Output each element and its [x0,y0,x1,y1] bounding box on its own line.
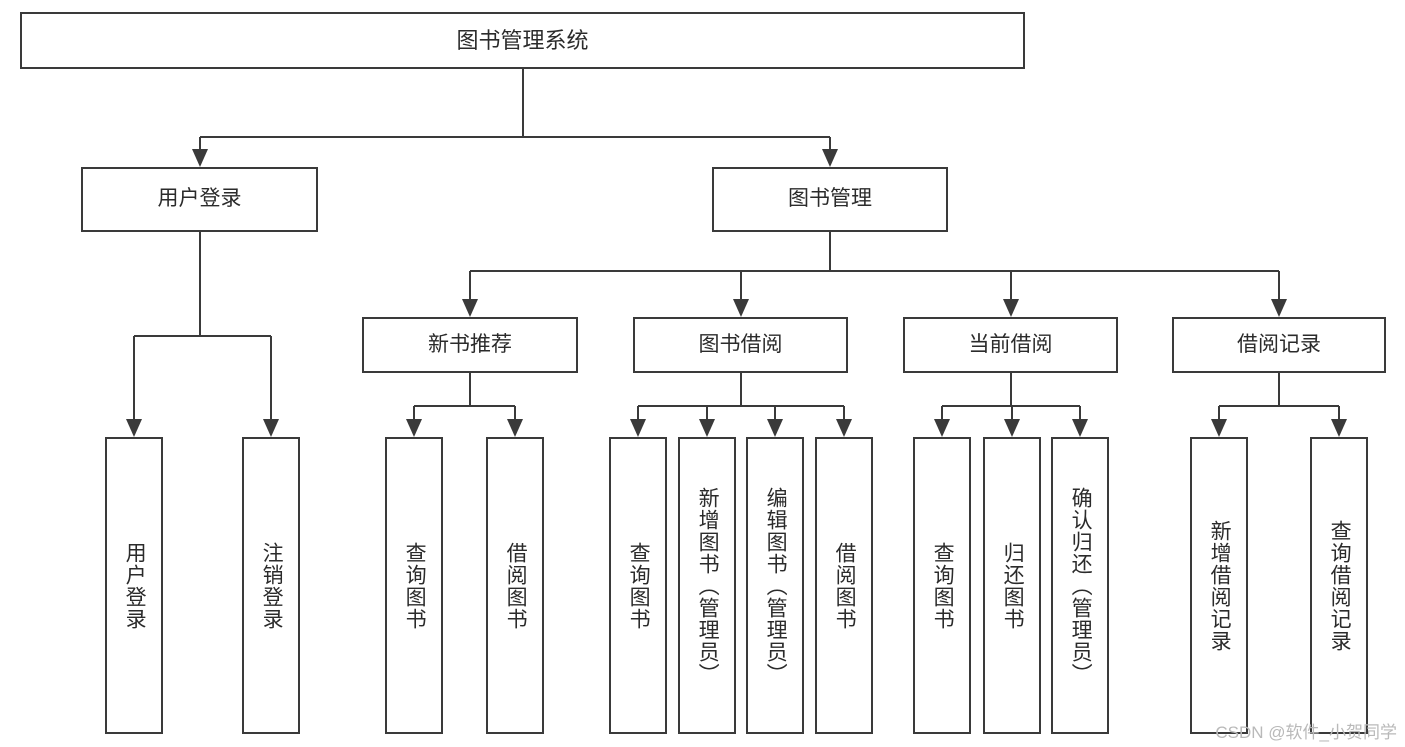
connector-vertical [1278,271,1280,300]
arrowhead-icon [406,419,422,437]
node-label: 注销登录 [260,541,284,630]
arrowhead-icon [462,299,478,317]
node-leaf-query-book-current[interactable]: 查询图书 [913,437,971,734]
arrowhead-icon [1002,299,1019,317]
node-book-management[interactable]: 图书管理 [712,167,948,232]
arrowhead-icon [263,419,279,437]
connector-group-stem [1009,373,1012,406]
node-leaf-add-borrow-record[interactable]: 新增借阅记录 [1190,437,1248,734]
node-root-system[interactable]: 图书管理系统 [20,12,1025,69]
arrowhead-icon [699,419,715,437]
arrowhead-icon [822,149,838,167]
arrowhead-icon [1331,419,1347,437]
connector-vertical [270,336,272,420]
connector-vertical [843,406,845,420]
node-label: 用户登录 [123,541,147,630]
node-current-borrow[interactable]: 当前借阅 [903,317,1118,373]
connector-group-stem [1278,373,1280,406]
node-label: 编辑图书（管理员） [764,486,788,685]
connector-bus-root [199,136,830,138]
node-label: 图书管理 [788,187,872,211]
node-leaf-query-book-borrow[interactable]: 查询图书 [609,437,667,734]
connector-vertical [514,406,516,420]
node-leaf-add-book-admin[interactable]: 新增图书（管理员） [678,437,736,734]
arrowhead-icon [1271,299,1287,317]
node-leaf-logout[interactable]: 注销登录 [242,437,300,734]
node-leaf-return-book[interactable]: 归还图书 [983,437,1041,734]
connector-vertical [1079,406,1081,420]
connector-vertical [198,137,201,150]
arrowhead-icon [767,419,783,437]
node-label: 查询借阅记录 [1328,519,1352,652]
node-leaf-query-borrow-record[interactable]: 查询借阅记录 [1310,437,1368,734]
node-label: 用户登录 [157,187,242,211]
node-label: 借阅图书 [504,541,528,630]
node-borrow-record[interactable]: 借阅记录 [1172,317,1386,373]
node-label: 当前借阅 [968,332,1053,356]
connector-group-stem [469,373,471,406]
node-label: 查询图书 [627,541,651,630]
node-label: 确认归还（管理员） [1069,486,1093,685]
connector-root-stem [521,69,524,137]
connector-book-mgmt-stem [829,232,831,271]
connector-vertical [1218,406,1220,420]
node-label: 新增图书（管理员） [696,486,720,685]
node-label: 借阅记录 [1237,332,1321,356]
arrowhead-icon [507,419,523,437]
arrowhead-icon [1004,419,1020,437]
connector-vertical [706,406,708,420]
connector-vertical [1009,271,1012,300]
connector-vertical [637,406,639,420]
connector-group-stem [739,373,742,406]
node-label: 新书推荐 [428,332,512,356]
node-label: 图书借阅 [698,332,783,356]
connector-vertical [1338,406,1340,420]
node-leaf-borrow-book-recommend[interactable]: 借阅图书 [486,437,544,734]
node-leaf-confirm-return-admin[interactable]: 确认归还（管理员） [1051,437,1109,734]
node-label: 图书管理系统 [456,27,589,53]
connector-bus-book-mgmt [470,270,1279,272]
node-leaf-user-login[interactable]: 用户登录 [105,437,163,734]
node-label: 新增借阅记录 [1208,519,1232,652]
connector-vertical [739,271,742,300]
csdn-watermark: CSDN @软件_小贺同学 [1215,723,1397,742]
node-leaf-edit-book-admin[interactable]: 编辑图书（管理员） [746,437,804,734]
arrowhead-icon [1211,419,1227,437]
arrowhead-icon [836,419,852,437]
arrowhead-icon [1072,419,1088,437]
arrowhead-icon [630,419,646,437]
node-book-borrow[interactable]: 图书借阅 [633,317,848,373]
connector-bus-group [414,405,515,407]
arrowhead-icon [732,299,749,317]
connector-bus-group [1219,405,1339,407]
connector-vertical [469,271,471,300]
node-leaf-query-book-recommend[interactable]: 查询图书 [385,437,443,734]
connector-vertical [133,336,135,420]
connector-vertical [1011,406,1013,420]
connector-vertical [413,406,415,420]
connector-bus-group [638,405,844,407]
connector-vertical [941,406,943,420]
connector-user-login-stem [198,232,201,336]
node-label: 借阅图书 [833,541,857,630]
arrowhead-icon [191,149,208,167]
connector-vertical [774,406,776,420]
connector-vertical [829,137,831,150]
node-new-book-recommend[interactable]: 新书推荐 [362,317,578,373]
arrowhead-icon [126,419,142,437]
node-label: 查询图书 [403,541,427,630]
node-label: 查询图书 [931,541,955,630]
node-user-login[interactable]: 用户登录 [81,167,318,232]
connector-bus-user-login [134,335,271,337]
node-label: 归还图书 [1001,541,1025,630]
node-leaf-borrow-book[interactable]: 借阅图书 [815,437,873,734]
arrowhead-icon [934,419,950,437]
